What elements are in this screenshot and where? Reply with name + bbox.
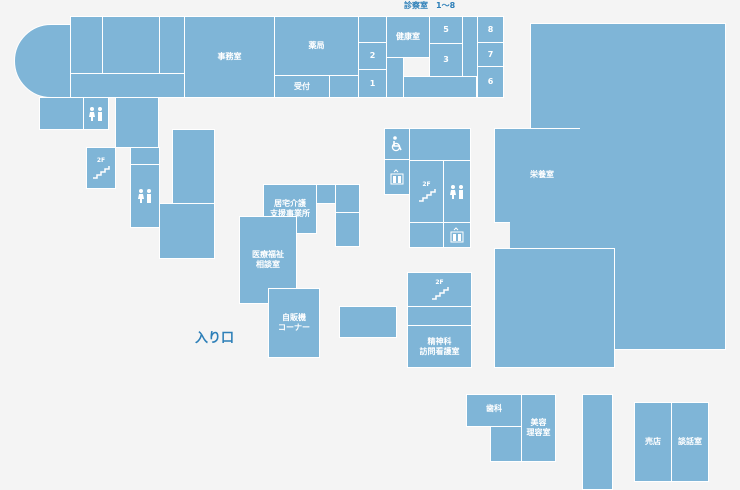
exam-room-1-number: 1 bbox=[369, 78, 376, 88]
admin-office-room[interactable]: 事務室 bbox=[184, 16, 275, 98]
nutrition-label: 栄養室 bbox=[530, 169, 554, 179]
elevator-left bbox=[384, 159, 410, 195]
pharmacy-label: 薬局 bbox=[308, 41, 325, 50]
exam-room-1[interactable]: 1 bbox=[358, 69, 387, 98]
room-center-small-a[interactable] bbox=[316, 184, 336, 204]
room-left-lower[interactable] bbox=[39, 97, 84, 130]
exam-room-8-number: 8 bbox=[487, 24, 494, 34]
exam-room-blank[interactable] bbox=[358, 16, 387, 43]
room-center-left-low[interactable] bbox=[159, 203, 215, 259]
restroom-icon bbox=[89, 106, 102, 121]
room-left-small[interactable] bbox=[130, 147, 160, 165]
room-health-sub[interactable] bbox=[386, 57, 404, 98]
corridor-room-top[interactable] bbox=[70, 73, 185, 98]
room-top-d[interactable] bbox=[329, 75, 359, 98]
medical-welfare-label: 医療福祉 相談室 bbox=[252, 250, 284, 269]
corridor-south[interactable] bbox=[582, 394, 613, 490]
exam-room-2[interactable]: 2 bbox=[358, 42, 387, 70]
dental-sub-room[interactable] bbox=[490, 426, 522, 462]
exam-corridor[interactable] bbox=[462, 16, 478, 77]
exam-room-6[interactable]: 6 bbox=[477, 66, 504, 98]
lounge-label: 談話室 bbox=[678, 437, 702, 446]
dental-label: 歯科 bbox=[486, 403, 502, 413]
room-top-b[interactable] bbox=[102, 16, 160, 74]
restroom-top-left bbox=[83, 97, 109, 130]
psychiatry-nursing-room[interactable]: 精神科 訪問看護室 bbox=[407, 325, 472, 368]
nutrition-room[interactable]: 栄養室 bbox=[510, 128, 580, 249]
room-right-center-top[interactable] bbox=[409, 128, 471, 161]
exam-room-6-number: 6 bbox=[487, 77, 494, 86]
stairs-icon bbox=[93, 165, 110, 179]
exam-room-3[interactable]: 3 bbox=[429, 43, 463, 77]
lounge[interactable]: 談話室 bbox=[671, 402, 709, 482]
care-support-label: 居宅介護 支援事業所 bbox=[270, 199, 310, 218]
stairs-center: 2F bbox=[409, 160, 444, 223]
vending-label: 自販機 コーナー bbox=[278, 313, 310, 332]
beauty-salon[interactable]: 美容 理容室 bbox=[521, 394, 556, 462]
room-right-center-low[interactable] bbox=[409, 222, 444, 248]
room-south-east[interactable] bbox=[494, 248, 615, 368]
dental-room[interactable]: 歯科 bbox=[466, 394, 522, 427]
elevator-icon bbox=[450, 227, 464, 243]
restroom-center bbox=[443, 160, 471, 223]
restroom-left bbox=[130, 164, 160, 228]
room-left-mid[interactable] bbox=[115, 97, 159, 148]
room-center-small-b[interactable] bbox=[335, 184, 360, 213]
elevator-right bbox=[443, 222, 471, 248]
stairs-icon bbox=[431, 287, 449, 300]
exam-room-5-number: 5 bbox=[443, 25, 449, 34]
stairs-lower-2f-label: 2F bbox=[435, 278, 444, 286]
restroom-icon bbox=[138, 189, 151, 203]
room-exam-bottom[interactable] bbox=[403, 76, 477, 98]
stairs-left: 2F bbox=[86, 147, 116, 189]
reception-room[interactable]: 受付 bbox=[274, 75, 330, 98]
room-center-small-c[interactable] bbox=[335, 212, 360, 247]
accessible-restroom bbox=[384, 128, 410, 160]
stairs-lower: 2F bbox=[407, 272, 472, 307]
exam-room-5[interactable]: 5 bbox=[429, 16, 463, 44]
vending-corner[interactable]: 自販機 コーナー bbox=[268, 288, 320, 358]
room-center-mid[interactable] bbox=[339, 306, 397, 338]
room-top-c[interactable] bbox=[159, 16, 185, 74]
entrance-label: 入り口 bbox=[195, 331, 235, 346]
exam-room-7[interactable]: 7 bbox=[477, 42, 504, 67]
reception-label: 受付 bbox=[294, 81, 310, 91]
health-room-label: 健康室 bbox=[396, 32, 420, 41]
beauty-label: 美容 理容室 bbox=[526, 418, 551, 437]
exam-room-2-number: 2 bbox=[369, 51, 376, 60]
admin-office-label: 事務室 bbox=[217, 52, 242, 61]
restroom-icon bbox=[450, 184, 463, 199]
room-center-left-tall[interactable] bbox=[172, 129, 215, 204]
stairs-icon bbox=[418, 189, 436, 202]
pharmacy-room[interactable]: 薬局 bbox=[274, 16, 359, 76]
room-top-a[interactable] bbox=[70, 16, 103, 74]
health-room[interactable]: 健康室 bbox=[386, 16, 430, 58]
exam-rooms-label: 診察室 1〜8 bbox=[404, 1, 456, 10]
room-psych-upper[interactable] bbox=[407, 306, 472, 326]
exam-room-3-number: 3 bbox=[443, 55, 449, 64]
wheelchair-icon bbox=[391, 136, 402, 152]
exam-room-7-number: 7 bbox=[487, 49, 494, 59]
exam-room-8[interactable]: 8 bbox=[477, 16, 504, 43]
psychiatry-label: 精神科 訪問看護室 bbox=[419, 336, 460, 356]
shop[interactable]: 売店 bbox=[634, 402, 672, 482]
stairs-left-2f-label: 2F bbox=[96, 157, 106, 165]
shop-label: 売店 bbox=[645, 437, 661, 446]
elevator-icon bbox=[390, 169, 404, 185]
stairs-center-2f-label: 2F bbox=[422, 180, 431, 188]
